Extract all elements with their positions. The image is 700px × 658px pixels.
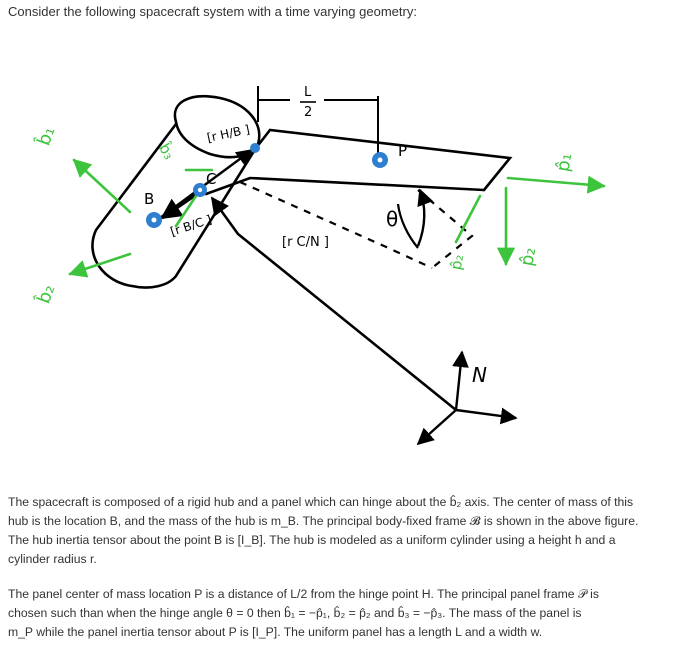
p1-label: p̂₁	[552, 151, 576, 173]
paragraph-panel-line-1: The panel center of mass location P is a…	[8, 587, 599, 601]
point-b	[146, 212, 162, 228]
p2-label: p̂₂	[516, 246, 540, 268]
theta-label: θ	[386, 207, 398, 231]
p1-axis	[506, 175, 606, 194]
point-c	[193, 183, 207, 197]
paragraph-hub: The spacecraft is composed of a rigid hu…	[8, 493, 688, 569]
spacecraft-diagram: θ L 2 N b̂₁ b̂₂ b̂₃ p̂₁ p̂₂ p̂₂	[33, 85, 606, 446]
label-b: B	[144, 190, 154, 208]
b3-axis	[174, 188, 202, 228]
p2-dashed-label: p̂₂	[447, 253, 467, 271]
paragraph-hub-line-4: cylinder radius r.	[8, 552, 97, 566]
paragraph-hub-line-3: The hub inertia tensor about the point B…	[8, 533, 616, 547]
b1-label: b̂₁	[33, 124, 60, 150]
b2-axis	[68, 252, 132, 278]
r-b-c-vector	[160, 190, 201, 220]
length-dimension	[257, 86, 379, 162]
length-denominator: 2	[304, 105, 312, 120]
intro-text: Consider the following spacecraft system…	[8, 4, 417, 19]
label-r-cn: [r C/N ]	[282, 235, 329, 250]
inertial-frame	[416, 350, 518, 446]
paragraph-panel-line-2: chosen such than when the hinge angle θ …	[8, 606, 582, 620]
r-c-n-vector	[210, 196, 457, 412]
p2-dashed-axis	[454, 194, 482, 244]
b1-axis	[72, 158, 132, 214]
panel	[204, 128, 513, 196]
body-axes	[68, 158, 606, 278]
paragraph-panel: The panel center of mass location P is a…	[8, 585, 688, 642]
label-r-hb: [r H/B ]	[206, 122, 251, 145]
label-c: C	[206, 170, 216, 188]
length-numerator: L	[304, 85, 312, 100]
theta-arc	[416, 188, 434, 247]
point-p	[372, 152, 388, 168]
paragraph-hub-line-2: hub is the location B, and the mass of t…	[8, 514, 639, 528]
b2-label: b̂₂	[33, 282, 60, 308]
label-r-bc: [r B/C ]	[169, 212, 214, 238]
paragraph-hub-line-1: The spacecraft is composed of a rigid hu…	[8, 495, 634, 509]
frame-n-label: N	[472, 363, 487, 387]
point-h	[250, 143, 260, 153]
rotated-panel-guide	[239, 180, 474, 269]
label-p: P	[398, 142, 407, 160]
b3-label: b̂₃	[155, 140, 179, 163]
paragraph-panel-line-3: m_P while the panel inertia tensor about…	[8, 625, 543, 639]
